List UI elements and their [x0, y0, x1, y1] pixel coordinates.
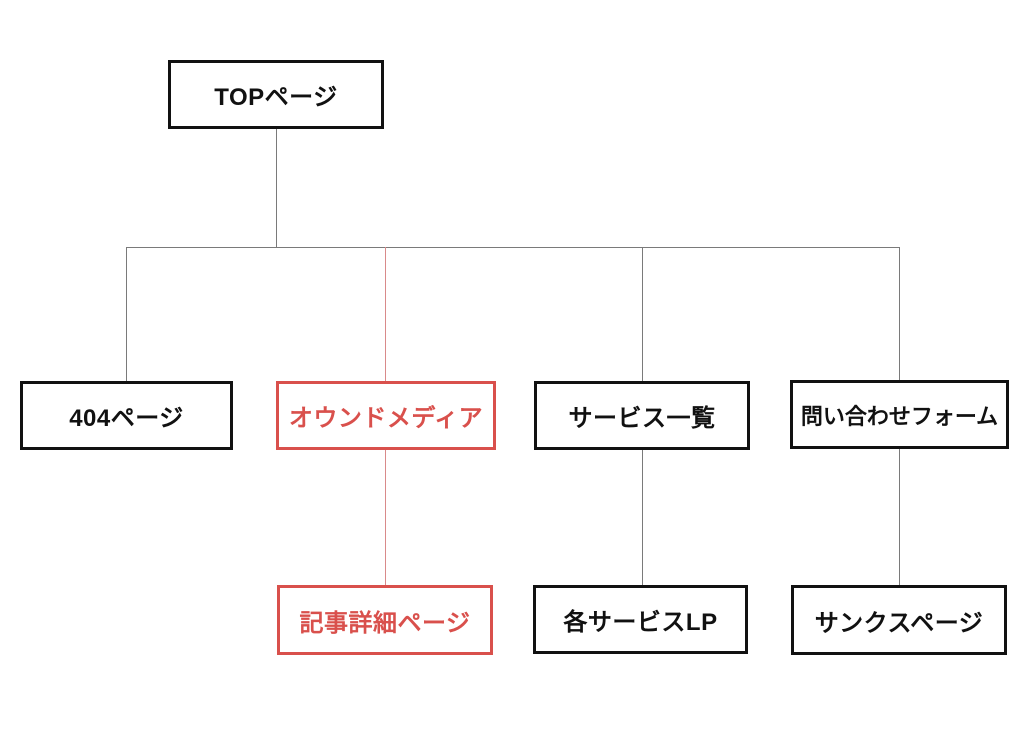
node-article-detail: 記事詳細ページ	[277, 585, 493, 655]
node-service-lp: 各サービスLP	[533, 585, 748, 654]
node-thanks-page: サンクスページ	[791, 585, 1007, 655]
node-service-lp-label: 各サービスLP	[563, 609, 718, 636]
edge-top-to-owned-media	[385, 247, 386, 381]
edge-crossbar	[126, 247, 900, 248]
node-contact-form-label: 問い合わせフォーム	[800, 403, 999, 429]
node-thanks-page-label: サンクスページ	[814, 609, 984, 637]
edge-top-to-service-list	[642, 247, 643, 381]
edge-contact-to-thanks	[899, 449, 900, 585]
node-404-page: 404ページ	[20, 381, 233, 450]
edge-top-trunk	[276, 129, 277, 247]
edge-service-to-lp	[642, 450, 643, 585]
node-contact-form: 問い合わせフォーム	[790, 380, 1009, 449]
node-top-page-label: TOPページ	[214, 84, 338, 111]
node-service-list: サービス一覧	[534, 381, 750, 450]
edge-top-to-contact-form	[899, 247, 900, 380]
node-top-page: TOPページ	[168, 60, 384, 129]
node-article-detail-label: 記事詳細ページ	[299, 609, 471, 637]
node-service-list-label: サービス一覧	[568, 405, 716, 432]
edge-owned-to-article	[385, 450, 386, 585]
node-owned-media-label: オウンドメディア	[288, 405, 484, 432]
node-404-page-label: 404ページ	[69, 405, 184, 432]
node-owned-media: オウンドメディア	[276, 381, 496, 450]
edge-top-to-404	[126, 247, 127, 381]
